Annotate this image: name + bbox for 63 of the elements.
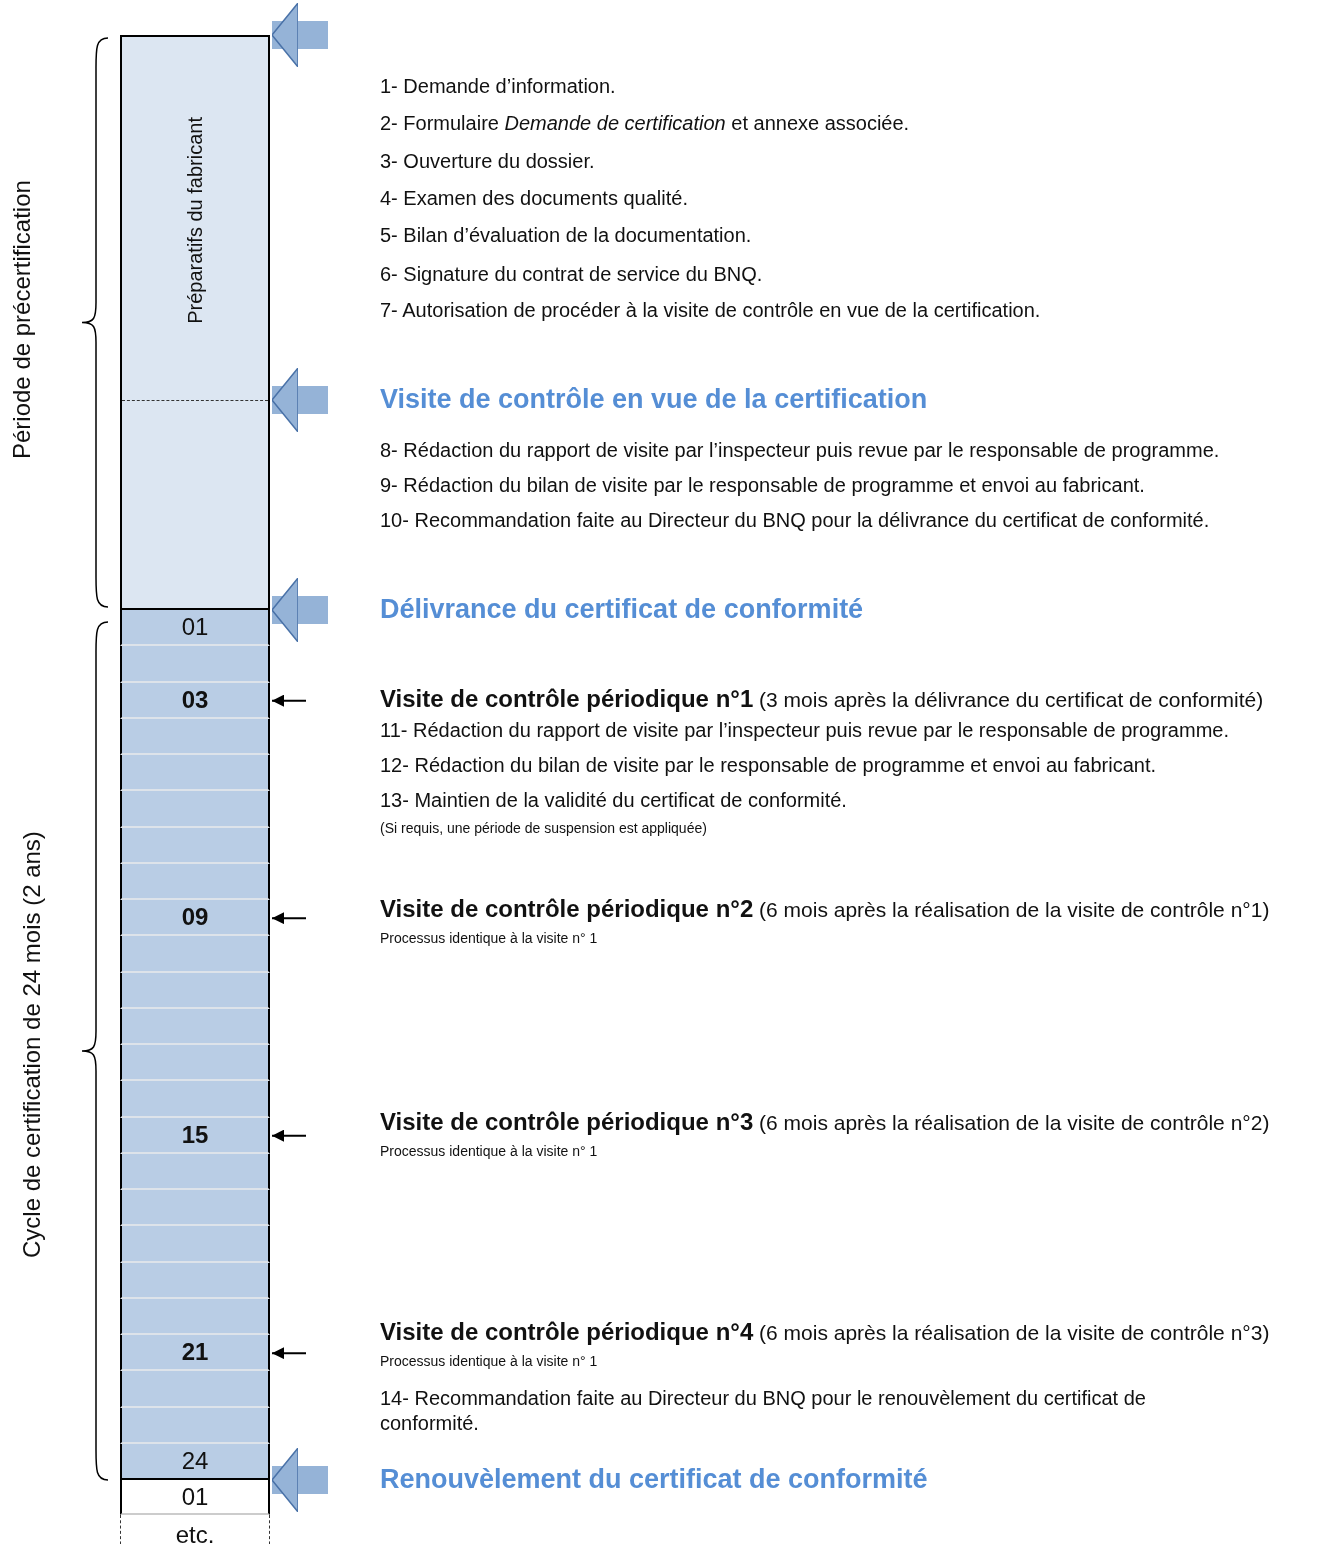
section-heading: Délivrance du certificat de conformité	[380, 593, 864, 626]
month-cell: 15	[120, 1117, 270, 1154]
month-cell: 01	[120, 610, 270, 647]
arrow	[271, 694, 307, 707]
arrow	[271, 1129, 307, 1142]
month-cell	[120, 1407, 270, 1444]
step-text: 7- Autorisation de procéder à la visite de contrôle en vue de la certification.	[380, 298, 1041, 323]
month-cell	[120, 1081, 270, 1118]
step-text: 6- Signature du contrat de service du BNQ.	[380, 262, 763, 287]
arrow	[271, 1347, 307, 1360]
month-cell	[120, 936, 270, 973]
note-text: Processus identique à la visite n° 1	[380, 930, 598, 948]
block-arrow	[271, 2, 328, 68]
brace-label: Cycle de certification de 24 mois (2 ans)	[18, 830, 46, 1261]
note-text: Processus identique à la visite n° 1	[380, 1353, 598, 1371]
step-text: 4- Examen des documents qualité.	[380, 186, 688, 211]
month-cell: 21	[120, 1335, 270, 1372]
step-text: 9- Rédaction du bilan de visite par le responsable de programme et envoi au fabricant.	[380, 473, 1145, 498]
step-text: 13- Maintien de la validité du certificat de conformité.	[380, 788, 847, 813]
section-heading: Visite de contrôle en vue de la certification	[380, 383, 928, 416]
month-cell	[120, 1190, 270, 1227]
phase-box	[120, 35, 270, 610]
month-cell	[120, 1153, 270, 1190]
step-text: 5- Bilan d’évaluation de la documentation.	[380, 223, 752, 248]
month-cell	[120, 718, 270, 755]
step-text: 3- Ouverture du dossier.	[380, 149, 595, 174]
block-arrow	[271, 367, 328, 433]
month-cell	[120, 1262, 270, 1299]
step-text: Visite de contrôle périodique n°3 (6 mois après la réalisation de la visite de contrôle n°2)	[380, 1107, 1270, 1137]
phase-label: Préparatifs du fabricant	[184, 117, 207, 324]
step-text: 2- Formulaire Demande de certification et annexe associée.	[380, 111, 910, 136]
month-cell	[120, 1371, 270, 1408]
month-cell: 09	[120, 900, 270, 937]
step-text: Visite de contrôle périodique n°2 (6 mois après la réalisation de la visite de contrôle n°1)	[380, 894, 1270, 924]
month-cell: 01	[120, 1480, 270, 1515]
month-cell: etc.	[120, 1515, 270, 1544]
month-cell	[120, 791, 270, 828]
step-text: 1- Demande d’information.	[380, 74, 616, 99]
month-cell: 03	[120, 682, 270, 719]
month-cell: 24	[120, 1443, 270, 1480]
note-text: Processus identique à la visite n° 1	[380, 1143, 598, 1161]
month-cell	[120, 1045, 270, 1082]
step-text: 11- Rédaction du rapport de visite par l’inspecteur puis revue par le responsable de programme.	[380, 718, 1229, 743]
block-arrow	[271, 1447, 328, 1513]
step-text: 14- Recommandation faite au Directeur du BNQ pour le renouvèlement du certificat de conformité.	[380, 1386, 1147, 1436]
month-cell	[120, 827, 270, 864]
month-cell	[120, 1298, 270, 1335]
step-text: 10- Recommandation faite au Directeur du BNQ pour la délivrance du certificat de conformité.	[380, 508, 1210, 533]
month-cell	[120, 863, 270, 900]
step-text: Visite de contrôle périodique n°4 (6 mois après la réalisation de la visite de contrôle n°3)	[380, 1317, 1270, 1347]
brace-label: Période de précertification	[8, 179, 36, 462]
note-text: (Si requis, une période de suspension est appliquée)	[380, 820, 707, 838]
step-text: 12- Rédaction du bilan de visite par le responsable de programme et envoi au fabricant.	[380, 753, 1156, 778]
month-cell	[120, 1226, 270, 1263]
month-cell	[120, 755, 270, 792]
month-cell	[120, 1008, 270, 1045]
arrow	[271, 912, 307, 925]
month-cell	[120, 972, 270, 1009]
block-arrow	[271, 577, 328, 643]
step-text: Visite de contrôle périodique n°1 (3 mois après la délivrance du certificat de conformité)	[380, 684, 1264, 714]
month-cell	[120, 646, 270, 683]
step-text: 8- Rédaction du rapport de visite par l’inspecteur puis revue par le responsable de programme.	[380, 438, 1220, 463]
section-heading: Renouvèlement du certificat de conformité	[380, 1463, 928, 1496]
